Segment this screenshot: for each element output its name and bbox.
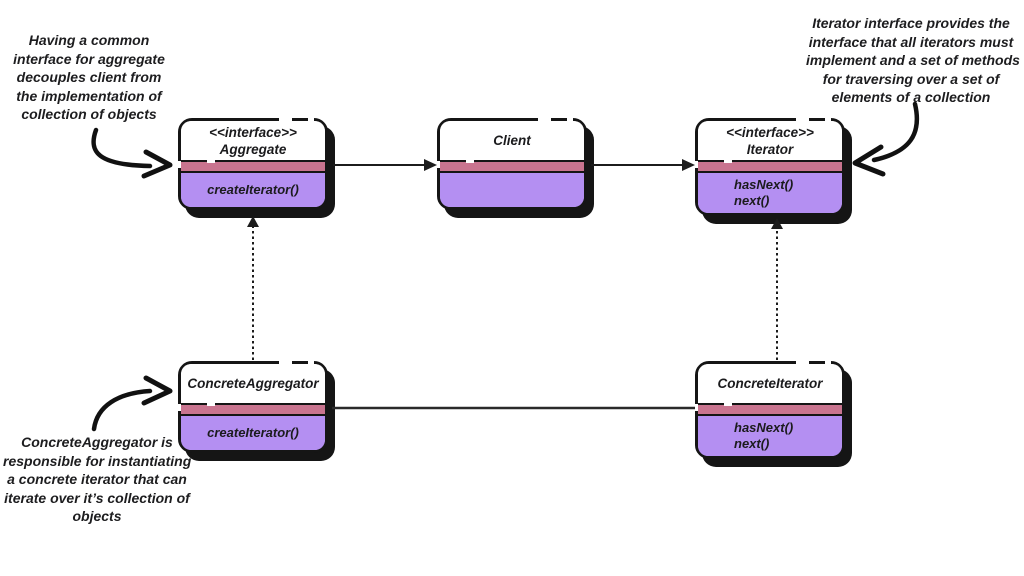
class-box-concrete-iterator: ConcreteIterator hasNext() next() — [695, 361, 845, 459]
class-methods: createIterator() — [181, 173, 325, 207]
annotation-top-left: Having a common interface for aggregate … — [8, 31, 170, 124]
annotation-arrow-bottom-left — [91, 375, 173, 432]
class-divider — [698, 403, 842, 416]
class-divider — [181, 160, 325, 173]
class-header: <<interface>> Aggregate — [181, 121, 325, 160]
class-stereotype: <<interface>> — [726, 124, 814, 140]
class-methods: hasNext() next() — [698, 416, 842, 456]
class-name: Aggregate — [219, 141, 287, 157]
annotation-line: Iterator interface provides the — [812, 15, 1010, 31]
class-box-aggregate: <<interface>> Aggregate createIterator() — [178, 118, 328, 210]
method-label: createIterator() — [207, 425, 299, 440]
class-name: ConcreteIterator — [717, 376, 823, 391]
class-name: Client — [493, 133, 531, 148]
dotted-arrow-concreteaggregator-to-aggregate — [247, 216, 259, 360]
annotation-line: the implementation of — [16, 87, 162, 104]
class-methods: hasNext() next() — [698, 173, 842, 213]
annotation-line: elements of a collection — [831, 89, 991, 105]
annotation-line: a concrete iterator that can — [7, 471, 187, 487]
class-header: ConcreteAggregator — [181, 364, 325, 403]
annotation-line: collection of objects — [21, 106, 157, 122]
annotation-line: iterate over it’s collection of — [4, 489, 190, 506]
annotation-line: decouples client from — [16, 69, 162, 85]
method-label: next() — [734, 436, 770, 451]
arrow-aggregate-to-client — [333, 159, 437, 171]
class-name: Iterator — [746, 141, 794, 157]
annotation-line: interface for aggregate — [13, 50, 165, 67]
class-methods: createIterator() — [181, 416, 325, 450]
annotation-line: implement and a set of methods — [806, 52, 1020, 68]
method-label: createIterator() — [207, 182, 299, 197]
class-name: ConcreteAggregator — [187, 376, 319, 391]
annotation-line: responsible for instantiating — [3, 452, 192, 469]
method-label: hasNext() — [734, 420, 794, 435]
class-box-concrete-aggregator: ConcreteAggregator createIterator() — [178, 361, 328, 453]
method-label: hasNext() — [734, 177, 794, 192]
class-header: ConcreteIterator — [698, 364, 842, 403]
class-box-client: Client — [437, 118, 587, 210]
annotation-top-right: Iterator interface provides the interfac… — [806, 14, 1020, 107]
annotation-arrow-top-right — [852, 101, 920, 177]
annotation-arrow-top-left — [91, 127, 173, 179]
annotation-bottom-left: ConcreteAggregator is responsible for in… — [3, 433, 191, 526]
class-methods — [440, 173, 584, 207]
annotation-line: Having a common — [28, 32, 150, 48]
class-divider — [698, 160, 842, 173]
annotation-line: objects — [72, 508, 122, 524]
annotation-line: for traversing over a set of — [822, 70, 1000, 87]
annotation-line: ConcreteAggregator is — [21, 434, 173, 450]
class-header: <<interface>> Iterator — [698, 121, 842, 160]
arrow-client-to-iterator — [591, 159, 695, 171]
method-label: next() — [734, 193, 770, 208]
class-header: Client — [440, 121, 584, 160]
class-box-iterator: <<interface>> Iterator hasNext() next() — [695, 118, 845, 216]
class-divider — [181, 403, 325, 416]
class-divider — [440, 160, 584, 173]
dotted-arrow-concreteiterator-to-iterator — [771, 218, 783, 360]
class-stereotype: <<interface>> — [209, 124, 297, 140]
annotation-line: interface that all iterators must — [808, 33, 1014, 50]
